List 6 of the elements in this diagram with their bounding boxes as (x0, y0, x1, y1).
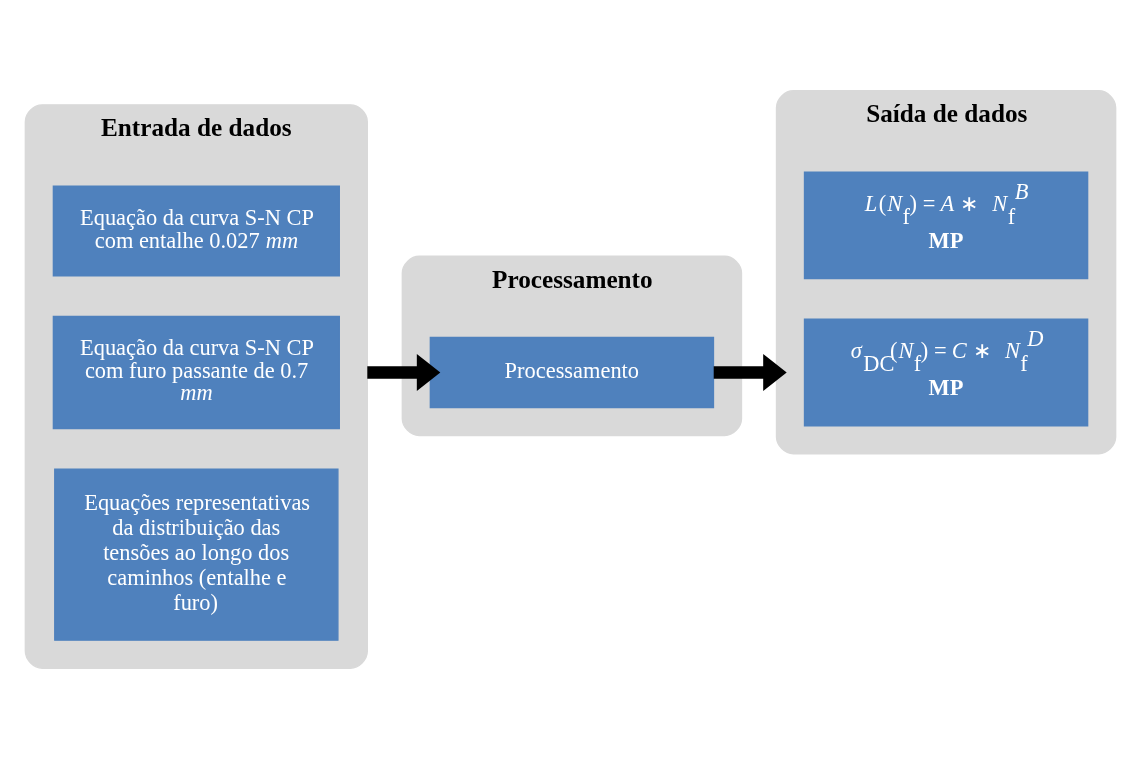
arrow (367, 353, 441, 391)
node-box: Equações representativas da distribuição das tensões ao longo dos caminhos (entalhe e furo) (54, 468, 339, 641)
node-box: Equação da curva S-N CP com furo passante de 0.7 mm (52, 315, 340, 429)
node-box: Processamento (429, 336, 715, 408)
arrow (713, 353, 787, 391)
node-box: Equação da curva S-N CP com entalhe 0.027 mm (52, 184, 340, 276)
